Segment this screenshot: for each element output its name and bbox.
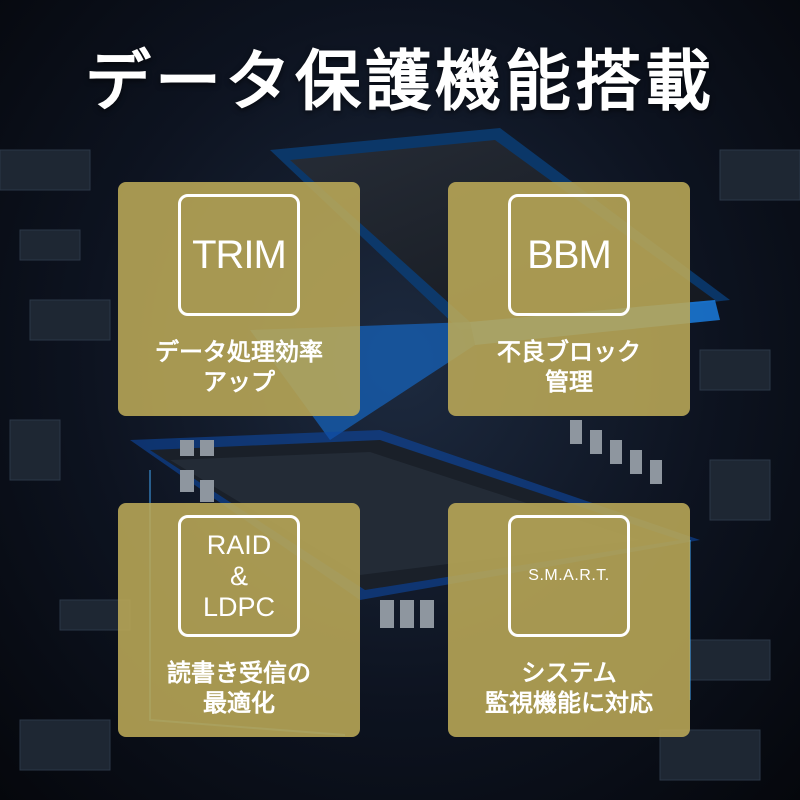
feature-caption: 読書き受信の 最適化 (118, 658, 360, 718)
caption-line: 最適化 (203, 689, 275, 717)
caption-line: データ処理効率 (155, 338, 323, 366)
feature-card-smart: S.M.A.R.T. システム 監視機能に対応 (448, 503, 690, 737)
trim-badge-icon: TRIM (178, 194, 300, 316)
caption-line: システム (521, 659, 617, 687)
badge-text: LDPC (202, 591, 276, 622)
caption-line: アップ (203, 368, 275, 396)
raid-ldpc-badge-icon: RAID & LDPC (178, 515, 300, 637)
caption-line: 監視機能に対応 (485, 689, 653, 717)
caption-line: 管理 (545, 368, 593, 396)
badge-text: & (229, 560, 248, 591)
feature-card-raid-ldpc: RAID & LDPC 読書き受信の 最適化 (118, 503, 360, 737)
badge-text: RAID (206, 529, 272, 560)
feature-caption: 不良ブロック 管理 (448, 337, 690, 397)
feature-caption: データ処理効率 アップ (118, 337, 360, 397)
feature-caption: システム 監視機能に対応 (448, 658, 690, 718)
feature-card-bbm: BBM 不良ブロック 管理 (448, 182, 690, 416)
page-title: データ保護機能搭載 (85, 43, 715, 120)
feature-card-trim: TRIM データ処理効率 アップ (118, 182, 360, 416)
badge-text: BBM (527, 232, 612, 277)
caption-line: 読書き受信の (167, 659, 311, 687)
smart-badge-icon: S.M.A.R.T. (508, 515, 630, 637)
bbm-badge-icon: BBM (508, 194, 630, 316)
caption-line: 不良ブロック (497, 338, 641, 366)
badge-text: S.M.A.R.T. (528, 567, 610, 584)
badge-text: TRIM (192, 232, 287, 277)
